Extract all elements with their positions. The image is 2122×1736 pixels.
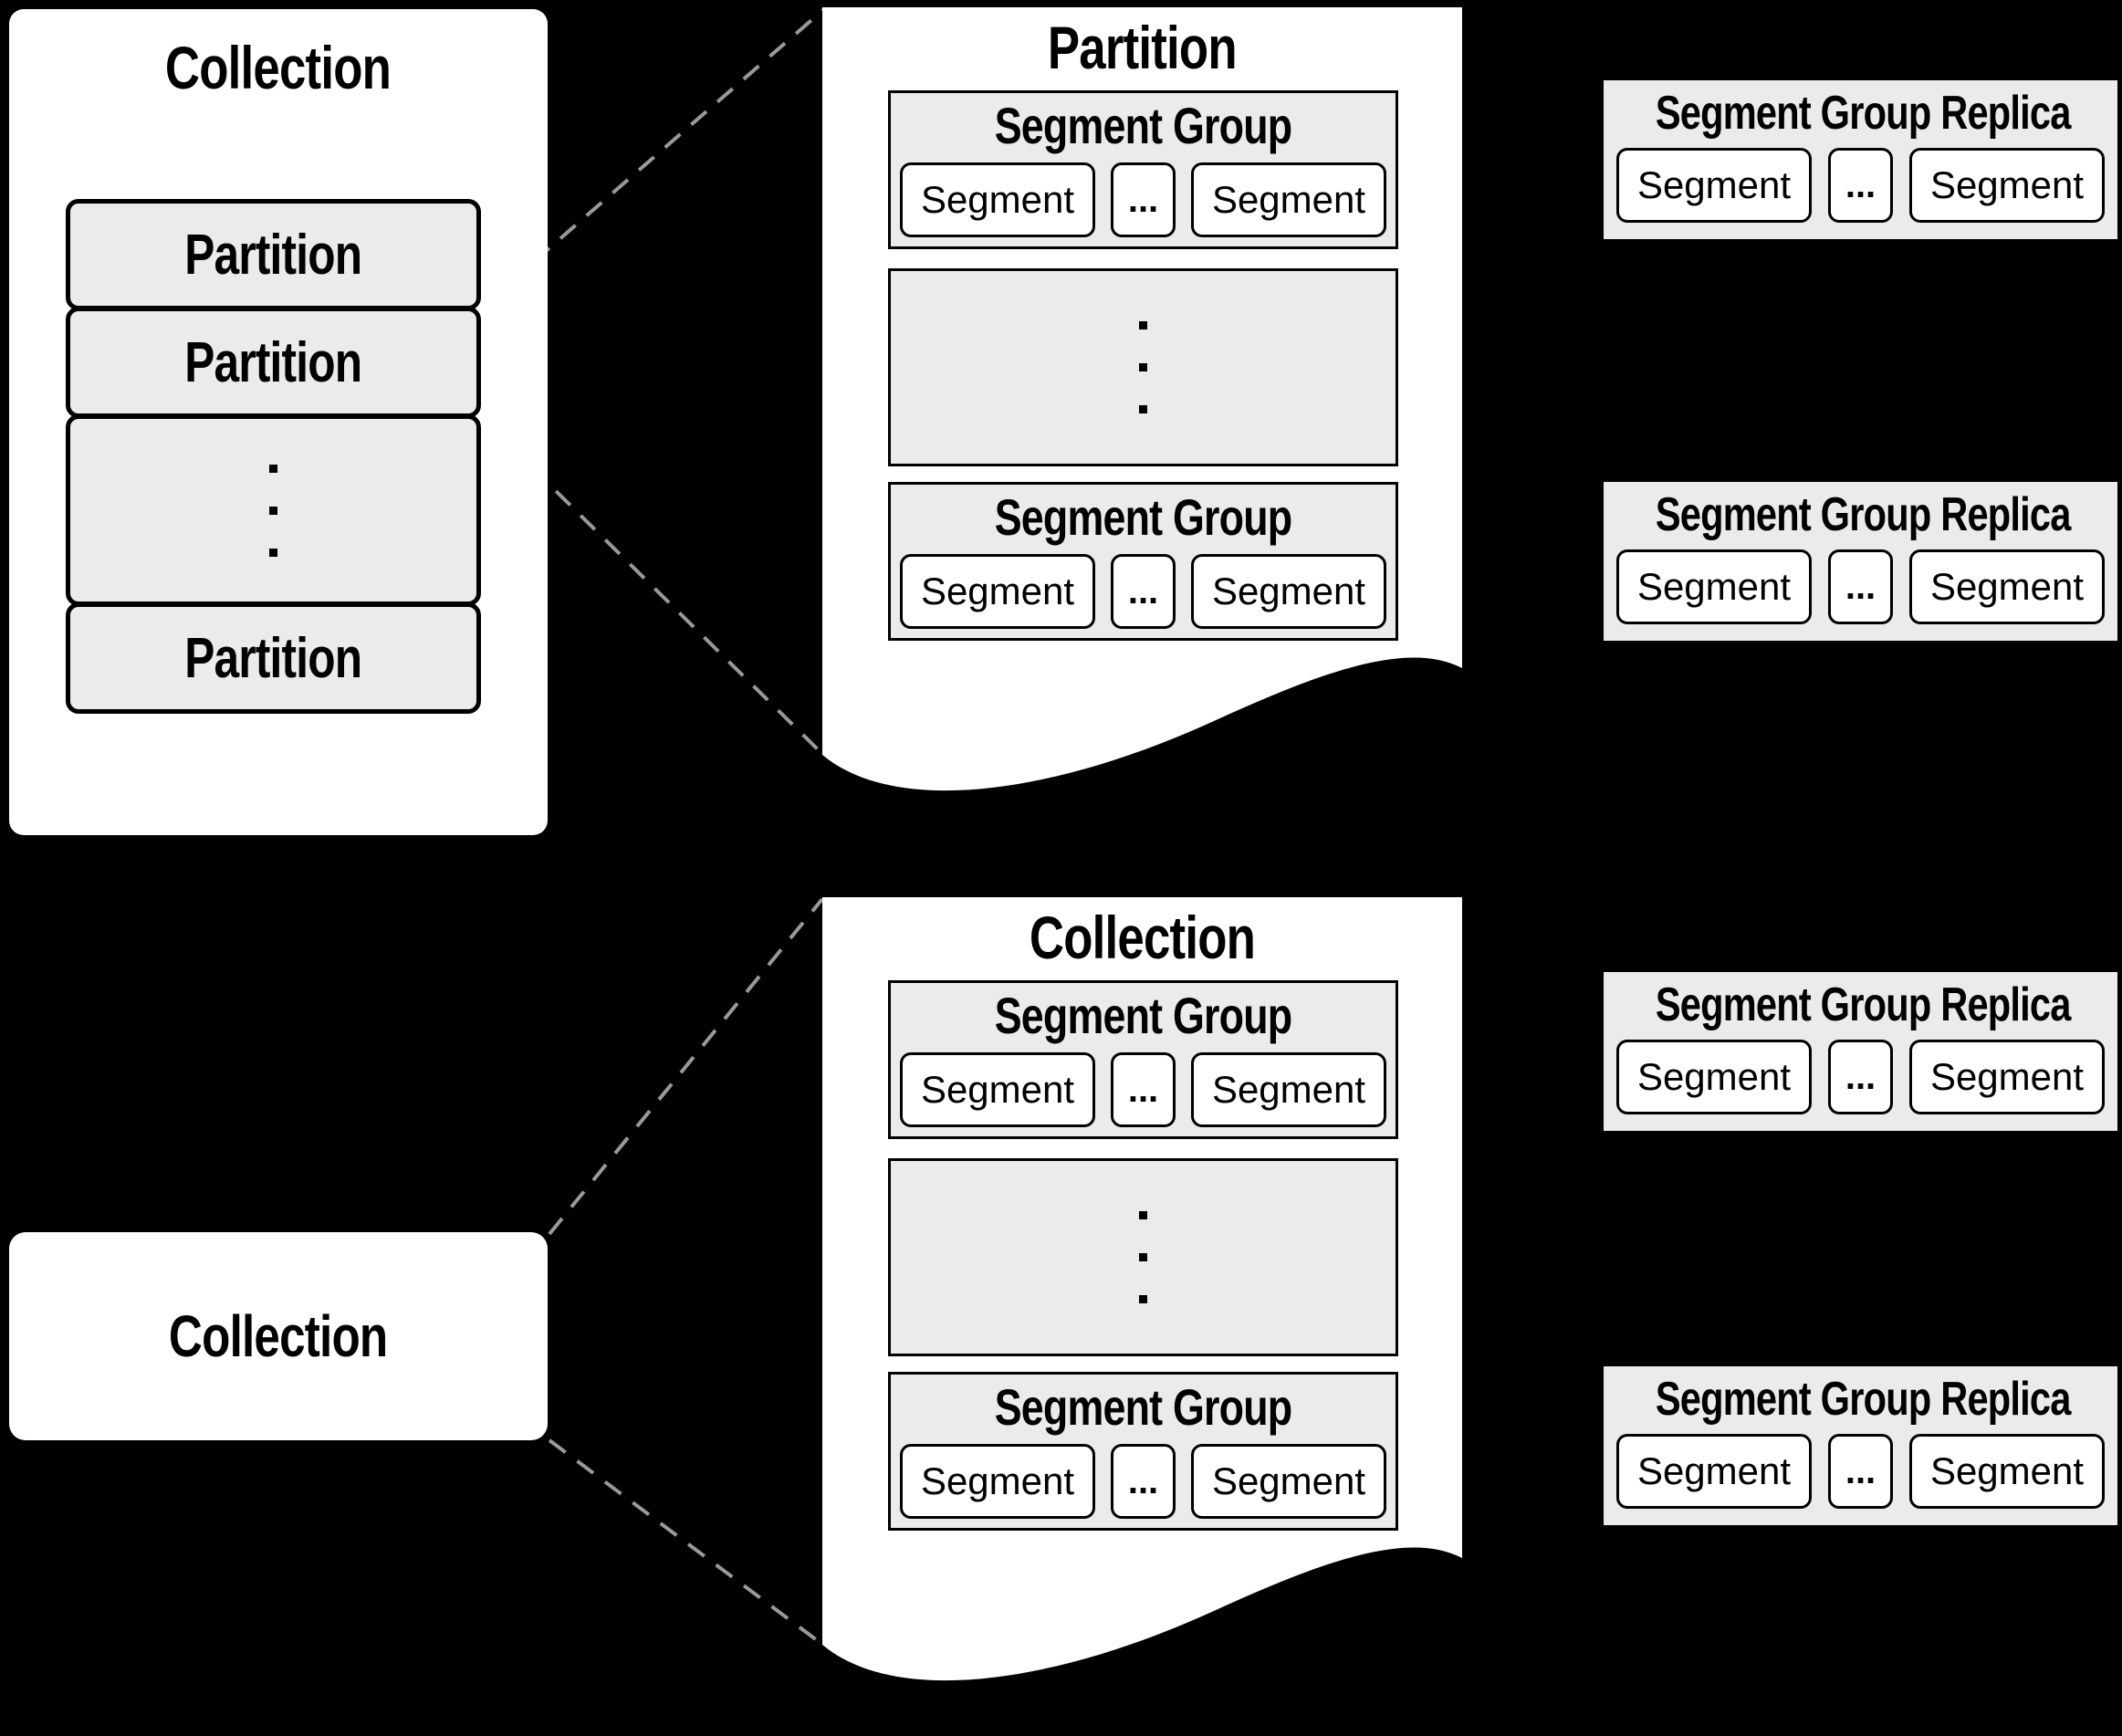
segment-box: Segment [1616, 148, 1812, 223]
segment-row: Segment ... Segment [891, 554, 1396, 629]
partition-row-3-label: Partition [184, 626, 363, 690]
segment-box: Segment [900, 1444, 1095, 1519]
segment-group-replica-3: Segment Group Replica Segment ... Segmen… [1604, 972, 2117, 1131]
partition-row-1-label: Partition [184, 223, 363, 287]
segment-row: Segment ... Segment [1604, 1434, 2117, 1509]
segment-box: Segment [1191, 554, 1386, 629]
segment-box: Segment [1191, 1052, 1386, 1127]
collection-doc-title: Collection [822, 903, 1462, 972]
replica-title: Segment Group Replica [1604, 1375, 2117, 1423]
segment-group-title-text: Segment Group [994, 1378, 1292, 1436]
segment-box: Segment [1191, 1444, 1386, 1519]
segment-ellipsis-box: ... [1111, 162, 1176, 237]
replica-title-text: Segment Group Replica [1655, 488, 2072, 541]
segment-row: Segment ... Segment [891, 1444, 1396, 1519]
segment-box: Segment [1909, 1434, 2105, 1509]
replica-title: Segment Group Replica [1604, 491, 2117, 539]
segment-ellipsis-box: ... [1111, 554, 1176, 629]
segment-box: Segment [1909, 1040, 2105, 1114]
collection-label-box: Collection [9, 1232, 548, 1440]
partition-doc-ellipsis-box [888, 268, 1398, 466]
segment-row: Segment ... Segment [891, 1052, 1396, 1127]
segment-group-title-text: Segment Group [994, 488, 1292, 546]
segment-ellipsis-box: ... [1828, 148, 1893, 223]
segment-ellipsis-box: ... [1111, 1052, 1176, 1127]
segment-box: Segment [900, 162, 1095, 237]
segment-group-replica-2: Segment Group Replica Segment ... Segmen… [1604, 482, 2117, 641]
partition-doc-segment-group-top: Segment Group Segment ... Segment [888, 90, 1398, 249]
partition-doc-segment-group-bottom: Segment Group Segment ... Segment [888, 482, 1398, 641]
partition-doc-title: Partition [822, 13, 1462, 82]
segment-group-replica-1: Segment Group Replica Segment ... Segmen… [1604, 80, 2117, 239]
collection-doc-segment-group-top: Segment Group Segment ... Segment [888, 980, 1398, 1139]
segment-row: Segment ... Segment [1604, 1040, 2117, 1114]
replica-title: Segment Group Replica [1604, 89, 2117, 137]
segment-row: Segment ... Segment [1604, 148, 2117, 223]
segment-box: Segment [1616, 1434, 1812, 1509]
segment-group-title: Segment Group [891, 1378, 1396, 1436]
partition-row-2: Partition [66, 307, 481, 418]
partition-ellipsis-box [66, 414, 481, 606]
partition-doc-title-text: Partition [1048, 14, 1238, 81]
collection-panel-title-text: Collection [165, 34, 392, 101]
segment-box: Segment [1191, 162, 1386, 237]
segment-group-title: Segment Group [891, 488, 1396, 546]
segment-group-title-text: Segment Group [994, 987, 1292, 1044]
partition-row-2-label: Partition [184, 330, 363, 394]
segment-group-title: Segment Group [891, 97, 1396, 154]
replica-title-text: Segment Group Replica [1655, 87, 2072, 140]
segment-box: Segment [900, 554, 1095, 629]
vertical-ellipsis-icon [1139, 1211, 1147, 1303]
collection-panel-title: Collection [9, 33, 548, 102]
partition-row-3: Partition [66, 602, 481, 714]
partition-row-1: Partition [66, 199, 481, 310]
collection-doc-segment-group-bottom: Segment Group Segment ... Segment [888, 1372, 1398, 1531]
segment-box: Segment [1616, 549, 1812, 624]
connector-line-collection-top [548, 897, 824, 1236]
segment-group-title: Segment Group [891, 987, 1396, 1044]
segment-ellipsis-box: ... [1828, 1040, 1893, 1114]
segment-group-title-text: Segment Group [994, 97, 1292, 154]
vertical-ellipsis-icon [269, 464, 277, 557]
segment-box: Segment [900, 1052, 1095, 1127]
collection-label-text: Collection [169, 1303, 388, 1369]
vertical-ellipsis-icon [1139, 321, 1147, 413]
segment-row: Segment ... Segment [1604, 549, 2117, 624]
collection-doc-title-text: Collection [1029, 904, 1256, 971]
segment-group-replica-4: Segment Group Replica Segment ... Segmen… [1604, 1366, 2117, 1525]
segment-ellipsis-box: ... [1828, 1434, 1893, 1509]
segment-row: Segment ... Segment [891, 162, 1396, 237]
segment-ellipsis-box: ... [1828, 549, 1893, 624]
segment-box: Segment [1616, 1040, 1812, 1114]
segment-box: Segment [1909, 549, 2105, 624]
segment-ellipsis-box: ... [1111, 1444, 1176, 1519]
replica-title-text: Segment Group Replica [1655, 978, 2072, 1031]
replica-title: Segment Group Replica [1604, 981, 2117, 1029]
collection-doc-ellipsis-box [888, 1158, 1398, 1356]
segment-box: Segment [1909, 148, 2105, 223]
connector-line-collection-bottom [548, 1438, 822, 1645]
replica-title-text: Segment Group Replica [1655, 1373, 2072, 1426]
